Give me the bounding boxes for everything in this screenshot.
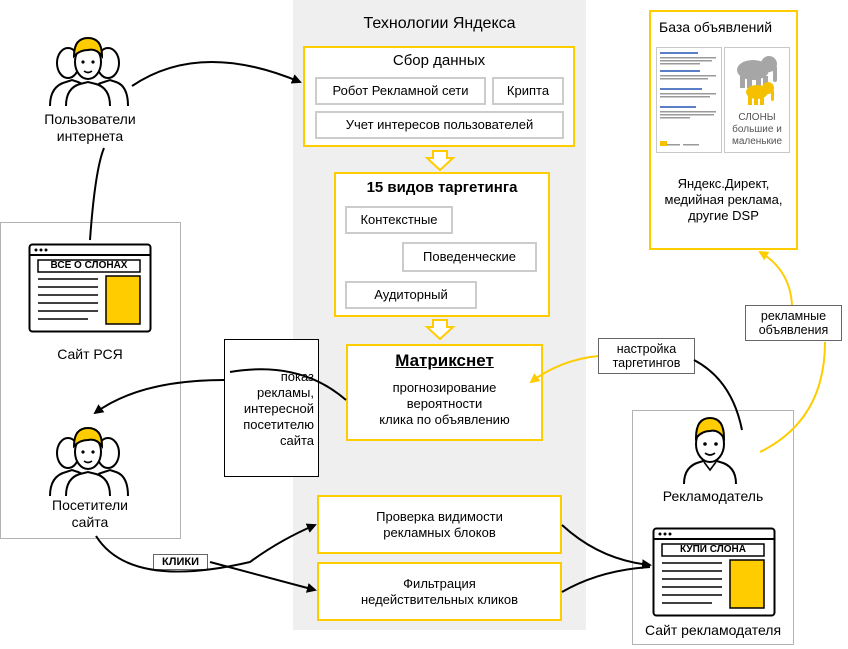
behavioral-chip: Поведенческие	[402, 242, 537, 272]
show-ads-box: показ рекламы, интересной посетителю сай…	[224, 339, 319, 477]
arrow-advertiser-to-setup	[693, 359, 743, 431]
advertiser-label: Рекламодатель	[662, 488, 764, 504]
elephant-ad-text: СЛОНЫ большие и маленькие	[731, 112, 783, 147]
click-filtering-box: Фильтрация недействительных кликов	[317, 562, 562, 621]
targeting-setup-line: настройка	[616, 342, 677, 356]
targeting-title: 15 видов таргетинга	[366, 179, 518, 196]
advertiser-site-label: Сайт рекламодателя	[644, 622, 782, 638]
visitors-line: Посетители	[52, 497, 128, 513]
ads-database-desc-line: другие DSP	[688, 208, 759, 223]
show-ads-line: интересной	[243, 401, 314, 416]
internet-users-icon	[49, 36, 129, 107]
rsya-site-label: Сайт РСЯ	[57, 346, 123, 362]
arrow-showads-to-visitors	[93, 379, 225, 415]
advertiser-site-banner: КУПИ СЛОНА	[680, 544, 746, 555]
site-visitors-icon	[49, 426, 129, 497]
matrixnet-desc-line: вероятности	[406, 396, 483, 411]
arrow-filtering-to-advertiser	[561, 566, 651, 593]
show-ads-line: сайта	[279, 433, 314, 448]
elephant-ad-thumbnail: СЛОНЫ большие и маленькие	[724, 47, 790, 153]
ads-database-desc: Яндекс.Директ, медийная реклама, другие …	[649, 176, 798, 224]
visitors-label: Посетители сайта	[30, 497, 150, 531]
matrixnet-desc-line: прогнозирование	[392, 380, 497, 395]
arrow-site-to-users	[89, 147, 105, 241]
arrow-setup-to-matrixnet	[529, 355, 599, 384]
targeting-setup-line: таргетингов	[612, 356, 681, 370]
advertiser-frame	[632, 410, 794, 645]
audience-chip: Аудиторный	[345, 281, 477, 309]
text-ads-lines	[660, 52, 716, 146]
clicks-label: КЛИКИ	[153, 554, 208, 570]
ad-copies-line: объявления	[758, 323, 829, 337]
internet-users-label: Пользователи интернета	[30, 111, 150, 145]
visibility-check-line: Проверка видимости	[376, 508, 503, 524]
arrow-visibility-to-advertiser	[561, 524, 652, 570]
text-ads-thumbnail	[656, 47, 722, 153]
internet-users-line: интернета	[56, 128, 124, 144]
ad-copies-label: рекламные объявления	[745, 305, 842, 341]
ads-database-title: База объявлений	[659, 19, 773, 35]
arrow-advertiser-to-adcopies	[759, 341, 826, 453]
arrow-visitors-to-checks	[95, 523, 317, 573]
ad-network-robot-chip: Робот Рекламной сети	[315, 77, 486, 105]
show-ads-line: рекламы,	[256, 385, 314, 400]
click-filtering-line: Фильтрация	[403, 575, 476, 591]
internet-users-line: Пользователи	[44, 111, 136, 127]
arrow-matrix-to-visitors	[229, 368, 347, 401]
elephant-icon	[737, 56, 777, 105]
ads-database-desc-line: медийная реклама,	[664, 192, 783, 207]
visibility-check-line: рекламных блоков	[383, 524, 496, 540]
rsya-site-illustration	[28, 243, 152, 333]
contextual-chip: Контекстные	[345, 206, 453, 234]
arrow-adcopies-to-adsdb	[758, 250, 793, 306]
rsya-site-banner: ВСЕ О СЛОНАХ	[50, 260, 128, 271]
matrixnet-desc: прогнозирование вероятности клика по объ…	[346, 380, 543, 428]
matrixnet-box	[346, 344, 543, 441]
ad-copies-line: рекламные	[760, 309, 827, 323]
ads-database-desc-line: Яндекс.Директ,	[677, 176, 770, 191]
targeting-setup-label: настройка таргетингов	[598, 338, 695, 374]
advertiser-site-illustration	[652, 527, 776, 617]
data-collection-title: Сбор данных	[392, 52, 486, 69]
user-interests-chip: Учет интересов пользователей	[315, 111, 564, 139]
visibility-check-box: Проверка видимости рекламных блоков	[317, 495, 562, 554]
yandex-tech-title: Технологии Яндекса	[363, 15, 516, 32]
arrow-visitors-to-filtering	[209, 561, 317, 593]
matrixnet-desc-line: клика по объявлению	[379, 412, 510, 427]
visitors-line: сайта	[71, 514, 109, 530]
matrixnet-title: Матрикснет	[395, 351, 494, 370]
advertiser-icon	[683, 416, 737, 485]
down-chevron-icon	[424, 150, 456, 341]
click-filtering-line: недействительных кликов	[360, 591, 519, 607]
arrow-users-to-data	[131, 61, 302, 87]
crypta-chip: Крипта	[492, 77, 564, 105]
show-ads-line: посетителю	[243, 417, 314, 432]
